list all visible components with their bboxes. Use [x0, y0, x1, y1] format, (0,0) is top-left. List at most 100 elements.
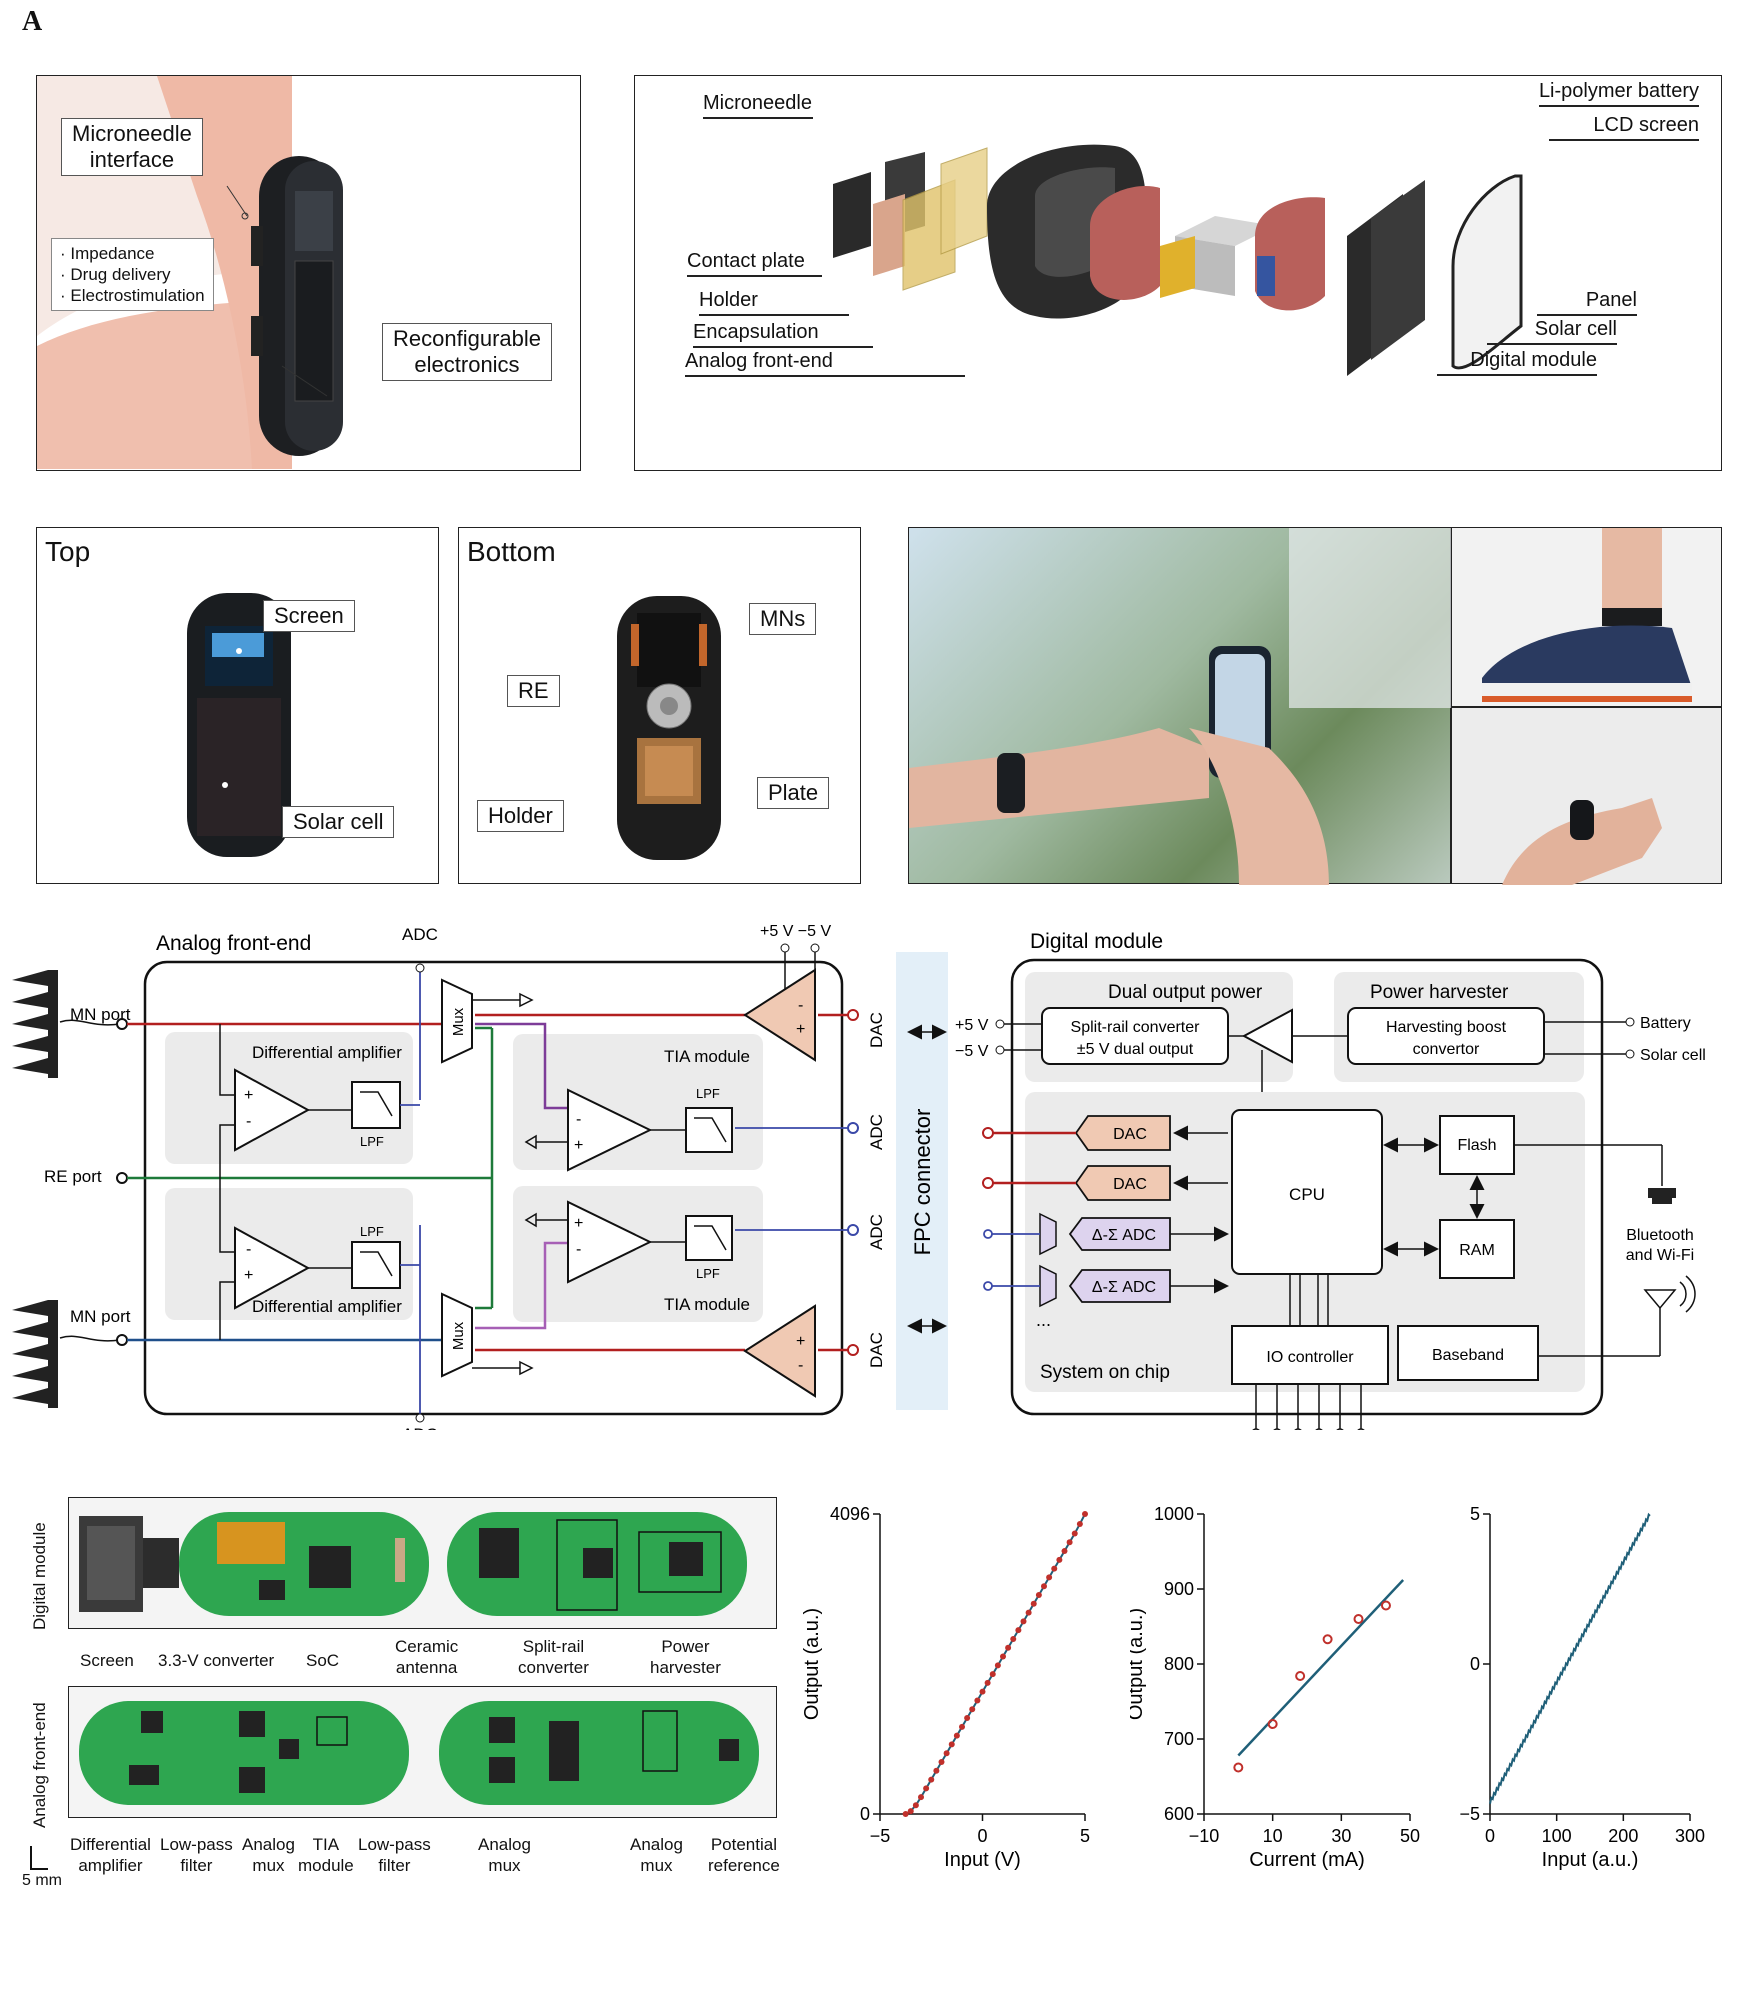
finger-scene — [1502, 798, 1662, 885]
data-point — [933, 1767, 940, 1774]
label-holder: Holder — [699, 289, 849, 316]
harvest-boost-2: convertor — [1413, 1041, 1480, 1058]
data-point — [1020, 1618, 1027, 1625]
exploded-device-illustration — [833, 144, 1523, 376]
lpf-tia-bottom: LPF — [696, 1266, 720, 1281]
y-tick-label: 4096 — [830, 1504, 870, 1524]
data-point — [907, 1808, 914, 1815]
cap-low-pass-1: Low-pass filter — [160, 1835, 233, 1875]
mn-port-top: MN port — [70, 1005, 131, 1024]
x-tick-label: 200 — [1608, 1826, 1638, 1846]
label-li-polymer-battery: Li-polymer battery — [1538, 80, 1699, 107]
svg-text:-: - — [798, 997, 803, 1014]
wireless-1: Bluetooth — [1626, 1227, 1694, 1244]
label-contact-plate: Contact plate — [687, 250, 822, 277]
flash: Flash — [1457, 1137, 1496, 1154]
microneedle-interface-label: Microneedle interface — [61, 118, 203, 176]
panel — [1451, 174, 1523, 370]
dual-power: Dual output power — [1108, 982, 1263, 1003]
soc-ellipsis: ... — [1036, 1310, 1051, 1330]
digital-boards — [79, 1512, 747, 1616]
supply-label: +5 V −5 V — [760, 923, 831, 940]
top-view-title: Top — [45, 536, 91, 567]
finger-photo — [1451, 707, 1722, 885]
function-list: · Impedance · Drug delivery · Electrosti… — [51, 238, 214, 311]
x-axis-label: Input (V) — [944, 1849, 1021, 1871]
reconfigurable-electronics-label: Reconfigurable electronics — [382, 323, 552, 381]
scale-bar — [30, 1846, 48, 1870]
re-port: RE port — [44, 1167, 102, 1186]
data-point — [923, 1785, 930, 1792]
data-point — [1082, 1511, 1088, 1517]
data-point — [1295, 1671, 1306, 1681]
scale-bar-label: 5 mm — [22, 1872, 62, 1889]
bottom-plate-label: Plate — [757, 777, 830, 809]
data-point — [928, 1776, 935, 1783]
data-point — [1076, 1520, 1083, 1527]
cap-screen: Screen — [80, 1651, 134, 1670]
series-line — [1489, 1512, 1651, 1805]
svg-text:-: - — [576, 1111, 581, 1128]
mn-comb-top — [12, 970, 58, 1078]
cap-3v3-converter: 3.3-V converter — [158, 1651, 275, 1670]
cap-diff-amp: Differential amplifier — [70, 1835, 151, 1875]
digital-board — [1255, 197, 1325, 311]
soc-adc-2: Δ-Σ ADC — [1092, 1279, 1156, 1296]
x-axis-label: Input (a.u.) — [1542, 1849, 1639, 1871]
x-tick-label: −10 — [1189, 1826, 1220, 1846]
data-point — [1030, 1600, 1037, 1607]
soc-dac-2: DAC — [1113, 1176, 1147, 1193]
data-point — [1041, 1583, 1047, 1590]
x-tick-label: 0 — [977, 1826, 987, 1846]
y-tick-label: 600 — [1164, 1804, 1194, 1824]
data-point — [1056, 1556, 1063, 1563]
lcd-screen — [1347, 180, 1425, 376]
top-device — [187, 593, 291, 857]
diff-amp-label-top: Differential amplifier — [252, 1043, 402, 1062]
mux-bottom: Mux — [450, 1321, 467, 1350]
data-point — [1051, 1565, 1058, 1572]
harvest-boost-1: Harvesting boost — [1386, 1019, 1507, 1036]
top-screen-label: Screen — [263, 600, 355, 632]
battery: Battery — [1640, 1015, 1691, 1032]
digital-title: Digital module — [1030, 930, 1163, 953]
cap-low-pass-2: Low-pass filter — [358, 1835, 431, 1875]
data-point — [953, 1732, 960, 1739]
svg-text:+: + — [244, 1087, 253, 1104]
panel-letter: A — [22, 6, 43, 37]
data-point — [974, 1697, 981, 1704]
ankle-photo — [1451, 527, 1722, 707]
data-point — [918, 1794, 924, 1801]
tia-label-top: TIA module — [664, 1047, 750, 1066]
fpc-connector: FPC connector — [910, 1109, 935, 1256]
solar: Solar cell — [1640, 1047, 1706, 1064]
label-solar-cell: Solar cell — [1487, 318, 1617, 345]
bottom-mns-label: MNs — [749, 603, 817, 635]
svg-text:+: + — [574, 1137, 583, 1154]
y-tick-label: 1000 — [1154, 1504, 1194, 1524]
analog-board — [1090, 185, 1160, 300]
adc-label-right-bottom: ADC — [867, 1214, 886, 1250]
baseband: Baseband — [1432, 1347, 1504, 1364]
data-point — [1267, 1719, 1278, 1729]
wrist-phone-photo — [908, 527, 1452, 885]
data-point — [1322, 1634, 1333, 1645]
adc-top: ADC — [402, 925, 438, 944]
diff-amp-label-bottom: Differential amplifier — [252, 1297, 402, 1316]
ankle-scene — [1482, 528, 1692, 702]
analog-boards — [79, 1701, 759, 1805]
data-point — [1233, 1762, 1244, 1773]
bottom-re-label: RE — [507, 675, 560, 707]
battery — [1160, 216, 1275, 298]
m5v: −5 V — [955, 1043, 989, 1060]
data-point — [989, 1671, 996, 1678]
y-tick-label: 0 — [1470, 1654, 1480, 1674]
cap-tia: TIA module — [298, 1835, 354, 1875]
bottom-holder-label: Holder — [477, 800, 564, 832]
afe-title: Analog front-end — [156, 932, 311, 955]
x-tick-label: 30 — [1331, 1826, 1351, 1846]
adc-label-right-top: ADC — [867, 1114, 886, 1150]
data-point — [1061, 1548, 1068, 1555]
data-point — [943, 1750, 950, 1757]
